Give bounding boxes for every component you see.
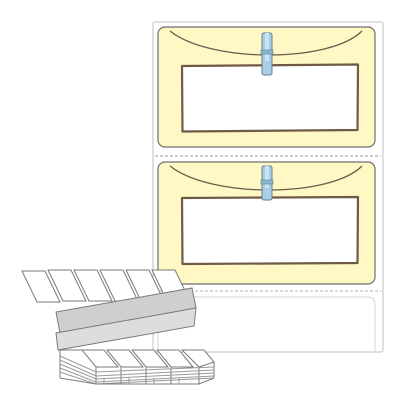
- label-card-2: [157, 161, 376, 285]
- fanfold-bottom-label: [130, 349, 170, 368]
- label-frame-1: [180, 63, 360, 133]
- fanfold-top-label: [73, 269, 113, 302]
- fanfold-stack-layers: [58, 349, 215, 385]
- fanfold-bottom-label: [155, 349, 195, 368]
- fanfold-top-label: [47, 269, 87, 302]
- fanfold-bottom-label: [105, 349, 145, 368]
- fanfold-stack-layers: [59, 355, 215, 385]
- label-card-1: [157, 26, 376, 148]
- fanfold-top-label: [21, 270, 61, 303]
- fanfold-bottom-label: [80, 349, 120, 368]
- clothespin-icon: [260, 32, 274, 76]
- fanfold-bottom-edge: [103, 378, 180, 384]
- clothespin-icon: [260, 165, 274, 201]
- label-frame-2: [180, 195, 360, 266]
- fanfold-stack: [21, 269, 215, 385]
- fanfold-middle-panel: [55, 307, 197, 351]
